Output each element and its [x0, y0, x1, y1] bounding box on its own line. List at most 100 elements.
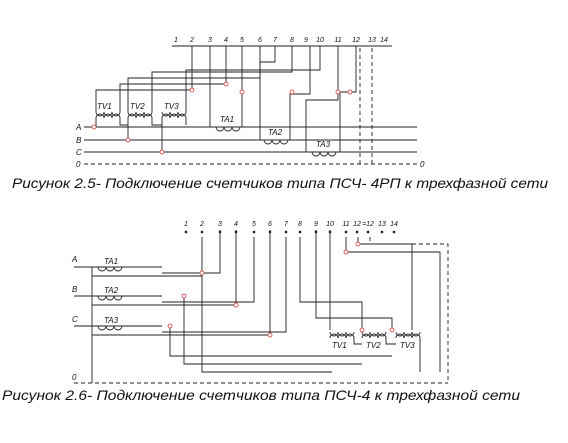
ta1-coil-2 — [97, 266, 123, 272]
junction-dot — [159, 149, 165, 155]
tv2-to-tv3 — [151, 118, 162, 126]
ta1-label-2: TA1 — [104, 257, 118, 266]
ta3-wire-out — [339, 46, 357, 152]
terminal-point — [184, 230, 188, 234]
phase-a-label-1: A — [75, 123, 81, 132]
terminal-point — [284, 230, 288, 234]
tv2-coil-2a — [361, 333, 387, 339]
tv1-label-1: TV1 — [97, 102, 112, 111]
w2-4 — [162, 237, 255, 303]
tv1-coil-2b — [329, 331, 355, 337]
terminal-number: 11 — [342, 221, 349, 228]
terminal-point — [344, 230, 348, 234]
phase-c-label-2: C — [72, 315, 78, 324]
w2-tv-b — [183, 296, 362, 365]
phase-a-label-2: A — [71, 255, 77, 264]
terminal-number: 2 — [189, 37, 194, 44]
terminal-number: 14 — [390, 221, 398, 228]
ta2-wire-out — [289, 46, 311, 140]
ta1-coil-1 — [215, 126, 241, 132]
tv-link-2a — [353, 338, 362, 345]
tv1-secondary-coil — [95, 111, 121, 117]
tv1-label-2: TV1 — [332, 341, 347, 350]
junction-dot — [125, 137, 131, 143]
junction-dot — [343, 249, 349, 255]
tv-wire-3 — [127, 46, 261, 112]
terminal-point — [200, 230, 204, 234]
terminal-number: 6 — [268, 221, 272, 228]
w2-8 — [315, 230, 393, 330]
junction-dot — [223, 81, 229, 87]
tv1-primary-coil — [95, 113, 121, 119]
junction-dot — [335, 89, 341, 95]
terminal-number: 6 — [258, 37, 262, 44]
terminal-point — [392, 230, 396, 234]
tv-link-2b — [385, 338, 396, 345]
tv2-label-1: TV2 — [130, 102, 145, 111]
ta3-wire-in — [305, 46, 339, 152]
terminal-number: 1 — [174, 37, 178, 44]
terminal-number: 12 — [353, 221, 361, 228]
terminal-number: 10 — [316, 37, 324, 44]
terminal-point — [366, 230, 370, 234]
caption-1: Рисунок 2.5- Подключение счетчиков типа … — [12, 175, 548, 191]
tv2-coil-2b — [361, 331, 387, 337]
w2-12 — [357, 237, 413, 330]
w2-11 — [345, 237, 441, 372]
terminal-number: 9 — [314, 221, 318, 228]
w2-1 — [128, 237, 203, 277]
terminal-number: 3 — [208, 37, 212, 44]
ta-group-1: TA1 TA2 TA3 — [209, 46, 357, 157]
tv-wire-1 — [95, 46, 193, 112]
terminal-number: 8 — [298, 221, 302, 228]
ta2-coil-1 — [263, 139, 289, 145]
terminal-number: 4 — [224, 37, 228, 44]
ta2-label-1: TA2 — [268, 128, 283, 137]
junction-dot — [347, 89, 353, 95]
ta3-coil-2 — [97, 325, 123, 331]
ta1-label-1: TA1 — [220, 115, 234, 124]
junction-dot — [181, 293, 187, 299]
terminal-point — [355, 230, 359, 234]
w2-5 — [128, 230, 271, 336]
junction-dot — [289, 89, 295, 95]
terminal-number: 7 — [273, 37, 278, 44]
ta2-coil-2 — [97, 295, 123, 301]
terminal-number: 5 — [252, 221, 256, 228]
terminal-number: 10 — [326, 221, 334, 228]
terminal-number: 13 — [378, 221, 386, 228]
tv-wire-2 — [119, 46, 227, 112]
tv-wire-4 — [151, 46, 293, 112]
tv3-coil-2a — [395, 333, 421, 339]
terminal-number: 9 — [304, 37, 308, 44]
tv-wire-5 — [185, 46, 321, 112]
terminal-number: 5 — [240, 37, 244, 44]
w2-2 — [162, 230, 221, 274]
junction-dot — [167, 323, 173, 329]
terminal-point — [298, 230, 302, 234]
junction-dot — [359, 327, 365, 333]
terminal-number: 11 — [334, 37, 341, 44]
ta2-wire-in — [259, 46, 276, 140]
terminal-number: 12 — [352, 37, 360, 44]
terminal-number: 4 — [234, 221, 238, 228]
phase-b-label-2: B — [72, 285, 78, 294]
terminal-number: 2 — [199, 221, 204, 228]
tv1-coil-2a — [329, 333, 355, 339]
junction-dot — [199, 270, 205, 276]
tv2-label-2: TV2 — [366, 341, 381, 350]
tv3-secondary-coil — [161, 111, 187, 117]
terminal-number: 7 — [284, 221, 289, 228]
phase-b-label-1: B — [76, 136, 82, 145]
terminal-number: 1 — [184, 221, 188, 228]
neutral-label-1: 0 — [76, 160, 81, 169]
w2-neutral-riser — [369, 237, 449, 383]
terminal-point — [380, 230, 384, 234]
ta3-label-1: TA3 — [316, 140, 331, 149]
w2-6 — [162, 237, 287, 333]
junction-dot — [389, 327, 395, 333]
